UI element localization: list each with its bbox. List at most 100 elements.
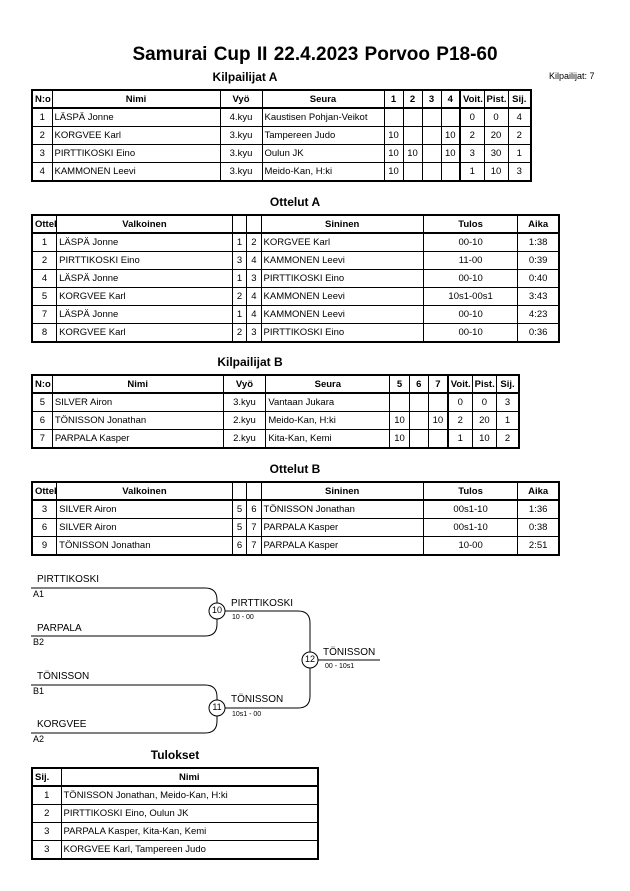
table-header-row: N:o Nimi Vyö Seura 5 6 7 Voit. Pist. Sij… — [31, 374, 520, 394]
cell: 1 — [459, 162, 485, 182]
cell: TÖNISSON Jonathan, Meido-Kan, H:ki — [60, 785, 319, 805]
cell: 0:38 — [517, 518, 560, 537]
cell: 3 — [31, 822, 62, 841]
match-11-score: 10s1 - 00 — [232, 711, 262, 718]
cell: 5 — [31, 392, 53, 412]
cell: 7 — [246, 518, 262, 537]
cell: PARPALA Kasper — [260, 518, 424, 537]
cell: PIRTTIKOSKI Eino, Oulun JK — [60, 804, 319, 823]
cell: 10 — [440, 126, 461, 145]
table-row: 9 TÖNISSON Jonathan 6 7 PARPALA Kasper 1… — [31, 536, 560, 556]
match-12-number: 12 — [304, 654, 315, 664]
cell: 2 — [231, 323, 248, 343]
cell: 7 — [246, 536, 262, 556]
table-row: 6 SILVER Airon 5 7 PARPALA Kasper 00s1-1… — [31, 518, 560, 537]
cell: 6 — [31, 411, 53, 430]
match-12-circle — [301, 651, 319, 669]
bracket-semi1-top-name: PIRTTIKOSKI — [37, 574, 100, 585]
table-row: 2 KORGVEE Karl 3.kyu Tampereen Judo 10 1… — [31, 126, 532, 145]
match-10-score: 10 - 00 — [232, 614, 254, 621]
cell: KAMMONEN Leevi — [260, 305, 424, 324]
cell: 10 — [389, 411, 410, 430]
cell: 4 — [31, 162, 53, 182]
bracket-semi2-bottom-seed: A2 — [33, 734, 45, 744]
cell: 00-10 — [422, 305, 519, 324]
pool-b-table: N:o Nimi Vyö Seura 5 6 7 Voit. Pist. Sij… — [31, 374, 520, 449]
matches-a-table: Ottelu Valkoinen Sininen Tulos Aika 1 LÄ… — [31, 214, 560, 343]
cell: TÖNISSON Jonathan — [56, 536, 233, 556]
header-cell: Nimi — [60, 767, 319, 787]
header-cell: 4 — [440, 89, 461, 109]
cell: 10-00 — [422, 536, 519, 556]
cell: 3.kyu — [219, 144, 263, 163]
page-title: Samurai Cup II 22.4.2023 Porvoo P18-60 — [132, 44, 498, 65]
table-row: 3 KORGVEE Karl, Tampereen Judo — [31, 840, 319, 860]
cell: 2:51 — [517, 536, 560, 556]
cell: TÖNISSON Jonathan — [51, 411, 224, 430]
cell: 9 — [31, 536, 58, 556]
cell: 10 — [440, 144, 461, 163]
bracket-semi2-bottom-name: KORGVEE — [37, 719, 87, 730]
cell: 2 — [31, 804, 62, 823]
bracket-semi2-top-seed: B1 — [33, 686, 45, 696]
cell: 10 — [383, 162, 404, 182]
table-row: 3 PIRTTIKOSKI Eino 3.kyu Oulun JK 10 10 … — [31, 144, 532, 163]
table-row: 1 TÖNISSON Jonathan, Meido-Kan, H:ki — [31, 785, 319, 805]
table-header-row: Ottelu Valkoinen Sininen Tulos Aika — [31, 481, 560, 501]
cell: 2 — [447, 411, 473, 430]
cell: 3 — [496, 392, 520, 412]
bracket-semi1-bottom-name: PARPALA — [37, 623, 82, 634]
table-row: 3 PARPALA Kasper, Kita-Kan, Kemi — [31, 822, 319, 841]
cell: Meido-Kan, H:ki — [261, 162, 385, 182]
cell: PARPALA Kasper, Kita-Kan, Kemi — [60, 822, 319, 841]
bracket-semi1-top-seed: A1 — [33, 589, 45, 599]
cell: 4 — [246, 305, 262, 324]
pool-b-title: Kilpailijat B — [217, 355, 283, 369]
cell: 1 — [31, 785, 62, 805]
cell: 3 — [246, 323, 262, 343]
match-11-winner: TÖNISSON — [231, 694, 284, 705]
table-row: 6 TÖNISSON Jonathan 2.kyu Meido-Kan, H:k… — [31, 411, 520, 430]
table-row: 1 LÄSPÄ Jonne 1 2 KORGVEE Karl 00-10 1:3… — [31, 232, 560, 252]
table-row: 2 PIRTTIKOSKI Eino 3 4 KAMMONEN Leevi 11… — [31, 251, 560, 270]
bracket-semi1-bottom-seed: B2 — [33, 637, 45, 647]
match-11-number: 11 — [212, 702, 222, 712]
table-row: 8 KORGVEE Karl 2 3 PIRTTIKOSKI Eino 00-1… — [31, 323, 560, 343]
table-header-row: Sij. Nimi — [31, 767, 319, 787]
results-title: Tulokset — [150, 748, 200, 762]
cell: 2 — [496, 429, 520, 449]
matches-a-title: Ottelut A — [269, 195, 321, 209]
cell — [440, 162, 461, 182]
cell: 0:36 — [517, 323, 560, 343]
cell: PARPALA Kasper — [260, 536, 424, 556]
cell — [427, 429, 449, 449]
header-cell: Sij. — [31, 767, 62, 787]
cell: 0 — [447, 392, 473, 412]
match-12-winner: TÖNISSON — [323, 647, 376, 658]
cell: 10 — [427, 411, 449, 430]
cell: 10 — [483, 162, 509, 182]
cell: 3 — [31, 840, 62, 860]
cell: 3 — [507, 162, 532, 182]
cell: KAMMONEN Leevi — [51, 162, 221, 182]
matches-b-title: Ottelut B — [269, 462, 321, 476]
cell: KORGVEE Karl, Tampereen Judo — [60, 840, 319, 860]
cell: 1 — [447, 429, 473, 449]
match-10-circle — [208, 602, 226, 620]
cell: 1 — [496, 411, 520, 430]
cell: 10 — [383, 144, 404, 163]
match-12-score: 00 - 10s1 — [325, 663, 355, 670]
cell: 4:23 — [517, 305, 560, 324]
pool-a-table: N:o Nimi Vyö Seura 1 2 3 4 Voit. Pist. S… — [31, 89, 532, 182]
table-row: 4 KAMMONEN Leevi 3.kyu Meido-Kan, H:ki 1… — [31, 162, 532, 182]
pool-a-title: Kilpailijat A — [212, 70, 278, 84]
table-row: 7 LÄSPÄ Jonne 1 4 KAMMONEN Leevi 00-10 4… — [31, 305, 560, 324]
competitor-count: Kilpailijat: 7 — [549, 71, 595, 81]
cell: 4 — [246, 287, 262, 306]
table-row: 7 PARPALA Kasper 2.kyu Kita-Kan, Kemi 10… — [31, 429, 520, 449]
bracket-semi2-top-name: TÖNISSON — [37, 671, 90, 682]
table-row: 5 KORGVEE Karl 2 4 KAMMONEN Leevi 10s1-0… — [31, 287, 560, 306]
table-row: 4 LÄSPÄ Jonne 1 3 PIRTTIKOSKI Eino 00-10… — [31, 269, 560, 288]
results-table: Sij. Nimi 1 TÖNISSON Jonathan, Meido-Kan… — [31, 767, 319, 860]
